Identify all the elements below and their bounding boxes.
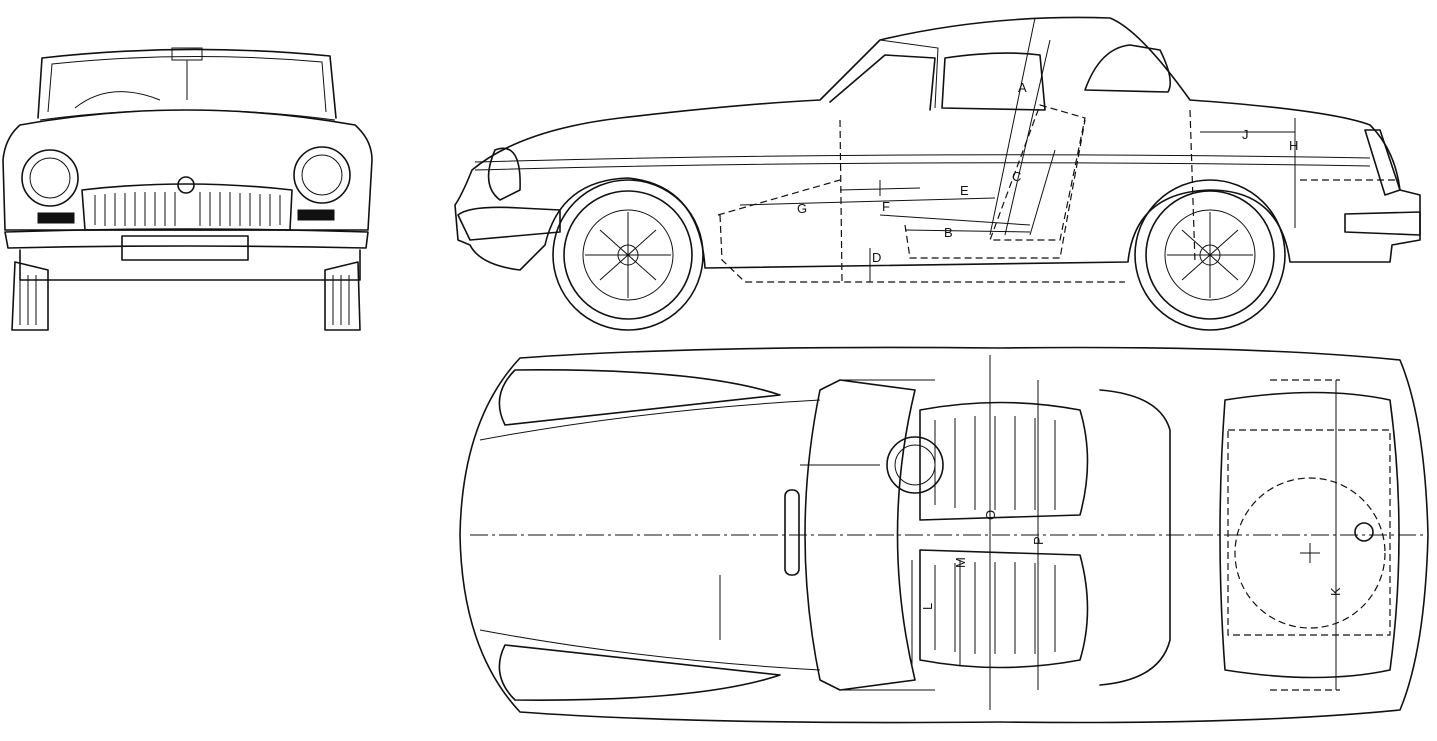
dimension-label-o: O <box>983 510 998 520</box>
rear-badge-icon <box>1354 522 1374 542</box>
dimension-label-f: F <box>882 199 890 214</box>
side-view: A C E G F B D H J <box>454 16 1421 331</box>
dimension-label-j: J <box>1242 127 1249 142</box>
dimension-label-p: P <box>1031 536 1046 545</box>
top-view: O P M L K <box>459 346 1429 724</box>
dimension-label-m: M <box>953 557 968 568</box>
front-badge-icon <box>177 176 195 194</box>
dimension-label-c: C <box>1012 169 1021 184</box>
dimension-label-k: K <box>1328 587 1343 596</box>
dimension-label-b: B <box>944 225 953 240</box>
dimension-label-a: A <box>1018 80 1027 95</box>
dimension-label-g: G <box>797 201 807 216</box>
dimension-label-l: L <box>920 603 935 610</box>
front-view <box>2 47 373 331</box>
dimension-label-d: D <box>872 250 881 265</box>
grille <box>94 192 281 226</box>
dimension-label-e: E <box>960 183 969 198</box>
dimension-label-h: H <box>1289 138 1298 153</box>
